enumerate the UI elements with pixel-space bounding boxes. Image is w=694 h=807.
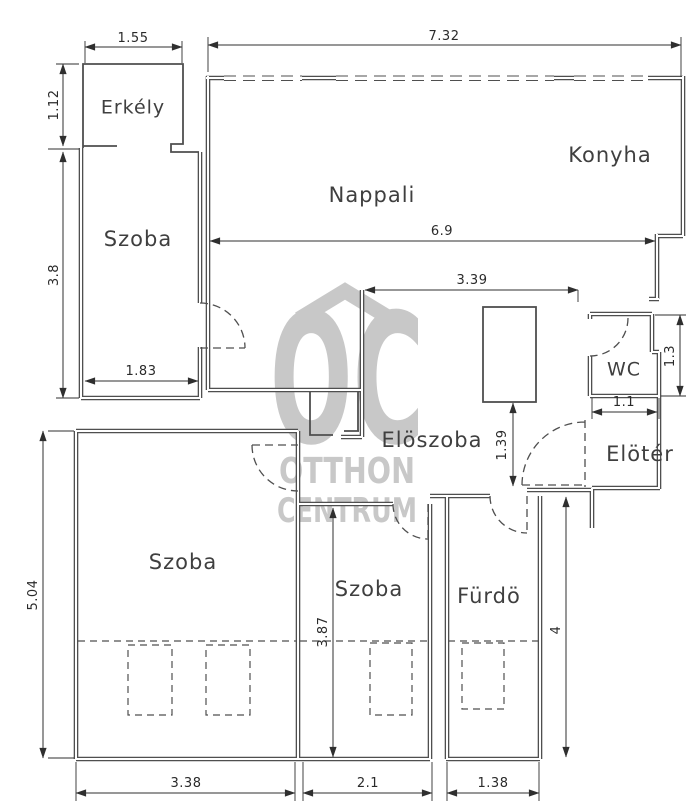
room-label-szoba-lower-mid: Szoba bbox=[335, 577, 403, 601]
dim-nappali-width: 6.9 bbox=[431, 224, 453, 239]
room-label-szoba-upper: Szoba bbox=[104, 227, 172, 251]
dimension-labels: 1.55 7.32 1.12 3.8 6.9 3.39 1.83 1.3 1.1… bbox=[26, 29, 678, 791]
room-label-wc: WC bbox=[607, 359, 641, 381]
doors bbox=[199, 302, 629, 540]
watermark: OC OTTHON CENTRUM bbox=[270, 277, 424, 531]
watermark-logo: OC bbox=[270, 277, 424, 486]
windows bbox=[224, 73, 648, 83]
door-szoba-upper bbox=[199, 302, 246, 349]
dim-szoba-lower-left-width: 3.38 bbox=[171, 776, 202, 791]
dim-wc-width: 1.1 bbox=[613, 395, 635, 410]
dim-erkely-width: 1.55 bbox=[118, 31, 149, 46]
furniture bbox=[78, 640, 538, 716]
dim-szoba-mid-width: 2.1 bbox=[357, 776, 379, 791]
wardrobe-2 bbox=[205, 644, 251, 716]
dim-main-width: 7.32 bbox=[429, 29, 460, 44]
dim-eloszoba-width: 3.39 bbox=[457, 273, 488, 288]
room-label-eloszoba: Elöszoba bbox=[382, 428, 483, 452]
dim-szoba-upper-width: 1.83 bbox=[126, 364, 157, 379]
dim-wc-height: 1.3 bbox=[663, 345, 678, 367]
dim-furdo-height: 4 bbox=[549, 626, 564, 635]
cupboard bbox=[482, 306, 537, 403]
dim-szoba-upper-height: 3.8 bbox=[47, 264, 62, 286]
room-label-erkely: Erkély bbox=[101, 97, 165, 119]
balcony-outline bbox=[82, 63, 199, 153]
dim-lower-left-height: 5.04 bbox=[26, 580, 41, 611]
dim-furdo-width: 1.38 bbox=[478, 776, 509, 791]
dim-szoba-mid-height: 3.87 bbox=[316, 617, 331, 648]
room-label-konyha: Konyha bbox=[568, 143, 652, 167]
door-eloter bbox=[521, 420, 586, 487]
dim-erkely-height: 1.12 bbox=[47, 90, 62, 121]
door-szoba-mid bbox=[392, 503, 429, 540]
room-label-furdo: Fürdö bbox=[457, 584, 521, 608]
room-label-nappali: Nappali bbox=[329, 183, 416, 207]
wardrobe-1 bbox=[127, 644, 173, 716]
door-wc bbox=[589, 317, 629, 357]
bathtub bbox=[461, 642, 505, 710]
door-furdo bbox=[489, 495, 528, 534]
room-label-szoba-lower-left: Szoba bbox=[149, 550, 217, 574]
hall-closet bbox=[309, 392, 359, 436]
watermark-roof-icon bbox=[295, 282, 395, 326]
dimension-lines bbox=[39, 37, 686, 801]
thin-walls bbox=[82, 63, 537, 436]
room-labels: Erkély Szoba Nappali Konyha Elöszoba WC … bbox=[101, 97, 674, 609]
watermark-line1: OTTHON bbox=[279, 451, 415, 492]
room-label-eloter: Elötér bbox=[606, 442, 674, 466]
wardrobe-3 bbox=[369, 642, 413, 716]
dim-eloszoba-height: 1.39 bbox=[495, 430, 510, 461]
walls-inner bbox=[75, 76, 684, 760]
door-szoba-lower-left bbox=[251, 444, 299, 492]
